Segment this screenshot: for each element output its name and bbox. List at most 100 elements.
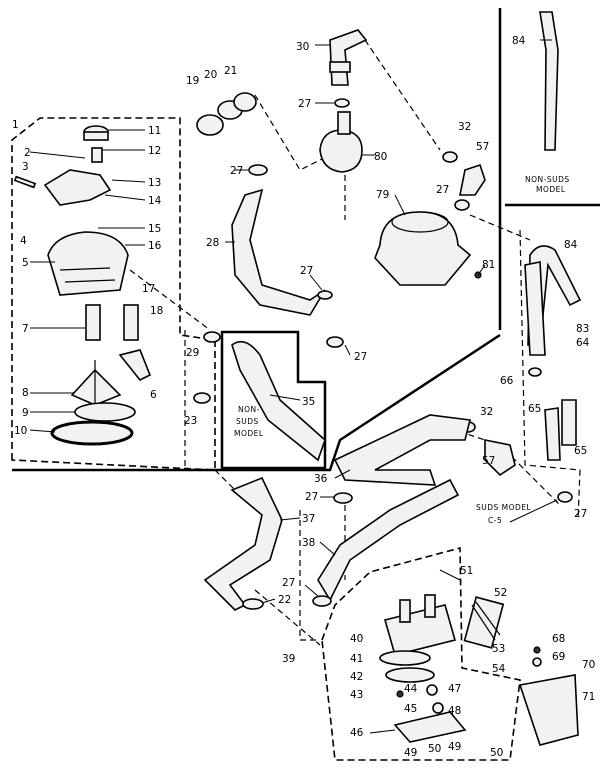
callout-38: 38 — [302, 537, 315, 549]
note-non-suds-mid-line3: MODEL — [234, 429, 264, 438]
callout-52: 52 — [494, 587, 507, 599]
callout-8: 8 — [22, 387, 29, 399]
callout-32-a: 32 — [458, 121, 471, 133]
hose-30 — [329, 29, 368, 86]
callout-49-a: 49 — [404, 747, 417, 759]
callout-2: 2 — [24, 147, 31, 159]
callout-40: 40 — [350, 633, 363, 645]
valve-80 — [319, 129, 363, 173]
clamp-27-mid — [326, 336, 344, 348]
callout-20: 20 — [204, 69, 217, 81]
callout-9: 9 — [22, 407, 29, 419]
callout-27-f: 27 — [305, 491, 318, 503]
callout-27-d: 27 — [436, 184, 449, 196]
callout-27-a: 27 — [298, 98, 311, 110]
hose-38 — [317, 478, 460, 602]
impeller — [70, 368, 122, 406]
callout-57-a: 57 — [476, 141, 489, 153]
clamp-23 — [193, 392, 211, 404]
callout-21: 21 — [224, 65, 237, 77]
callout-17: 17 — [142, 283, 155, 295]
callout-13: 13 — [148, 177, 161, 189]
lower-hoses — [193, 331, 471, 611]
callout-48: 48 — [448, 705, 461, 717]
callout-64: 64 — [576, 337, 590, 349]
clamp-27-lower-mid — [333, 492, 353, 504]
callout-37: 37 — [302, 513, 315, 525]
callout-27-h: 27 — [574, 508, 587, 520]
callout-23: 23 — [184, 415, 197, 427]
callout-84-a: 84 — [512, 35, 526, 47]
leader-lines — [29, 39, 558, 734]
callout-50-a: 50 — [428, 743, 441, 755]
callout-54: 54 — [492, 663, 506, 675]
note-non-suds-top-line2: MODEL — [536, 185, 566, 194]
pump-assembly-frame — [11, 117, 216, 471]
callout-45: 45 — [404, 703, 417, 715]
right-side-parts — [460, 11, 582, 503]
clamp-22 — [242, 598, 264, 610]
non-suds-hose-frame — [220, 330, 327, 470]
callout-50-b: 50 — [490, 747, 503, 759]
ring-19 — [196, 114, 224, 136]
hose-37 — [203, 476, 283, 611]
callout-27-c: 27 — [300, 265, 313, 277]
bracket-70 — [518, 674, 579, 746]
spring-48 — [432, 702, 444, 714]
clamp-27-tr — [454, 199, 470, 211]
clip-6 — [118, 349, 152, 382]
callout-30: 30 — [296, 41, 309, 53]
callout-80: 80 — [374, 151, 387, 163]
divider-lower — [12, 333, 501, 472]
seal-kit-7 — [85, 304, 101, 341]
model-notes: NON-SUDS MODEL NON- SUDS MODEL SUDS MODE… — [234, 175, 569, 525]
clamp-32-top — [442, 151, 458, 163]
hose-84-mid — [524, 261, 546, 356]
valve-assembly — [379, 594, 579, 746]
callout-81: 81 — [482, 259, 495, 271]
pump-gasket — [50, 420, 134, 446]
note-non-suds-mid-line1: NON- — [238, 405, 260, 414]
callout-41: 41 — [350, 653, 363, 665]
clamp-66 — [528, 367, 542, 377]
pump-assembly — [13, 125, 152, 446]
bearing — [91, 147, 103, 163]
callout-4: 4 — [20, 235, 27, 247]
callout-3: 3 — [22, 161, 29, 173]
callout-47: 47 — [448, 683, 461, 695]
callout-19: 19 — [186, 75, 199, 87]
callout-66: 66 — [500, 375, 514, 387]
callout-42: 42 — [350, 671, 363, 683]
callout-65-a: 65 — [528, 403, 541, 415]
callout-84-b: 84 — [564, 239, 578, 251]
callout-68: 68 — [552, 633, 565, 645]
clamp-27-bottom — [312, 595, 332, 607]
hose-36 — [333, 414, 471, 486]
spring-45 — [426, 684, 438, 696]
callout-29: 29 — [186, 347, 199, 359]
callout-44: 44 — [404, 683, 418, 695]
clamp-27-top — [334, 98, 350, 108]
diaphragm-42 — [385, 667, 435, 683]
callout-27-g: 27 — [282, 577, 295, 589]
callout-71: 71 — [582, 691, 595, 703]
callout-14: 14 — [148, 195, 162, 207]
callout-5: 5 — [22, 257, 29, 269]
elbow-57-top — [459, 163, 486, 196]
clamp-29 — [203, 331, 221, 343]
note-non-suds-mid-line2: SUDS — [236, 417, 259, 426]
pump-ring — [74, 402, 136, 422]
note-suds-model-line2: C-5 — [488, 516, 502, 525]
callout-39: 39 — [282, 653, 295, 665]
upper-center-parts — [196, 29, 486, 348]
callout-69: 69 — [552, 651, 565, 663]
callout-79: 79 — [376, 189, 389, 201]
hose-65-b — [561, 399, 577, 446]
ring-21 — [233, 92, 257, 112]
lever-bracket — [43, 169, 112, 206]
hose-84-top — [539, 11, 559, 151]
note-suds-model-line1: SUDS MODEL — [476, 503, 532, 512]
hose-65-a — [544, 407, 561, 461]
callout-46: 46 — [350, 727, 364, 739]
suds-model-frame — [519, 229, 581, 521]
